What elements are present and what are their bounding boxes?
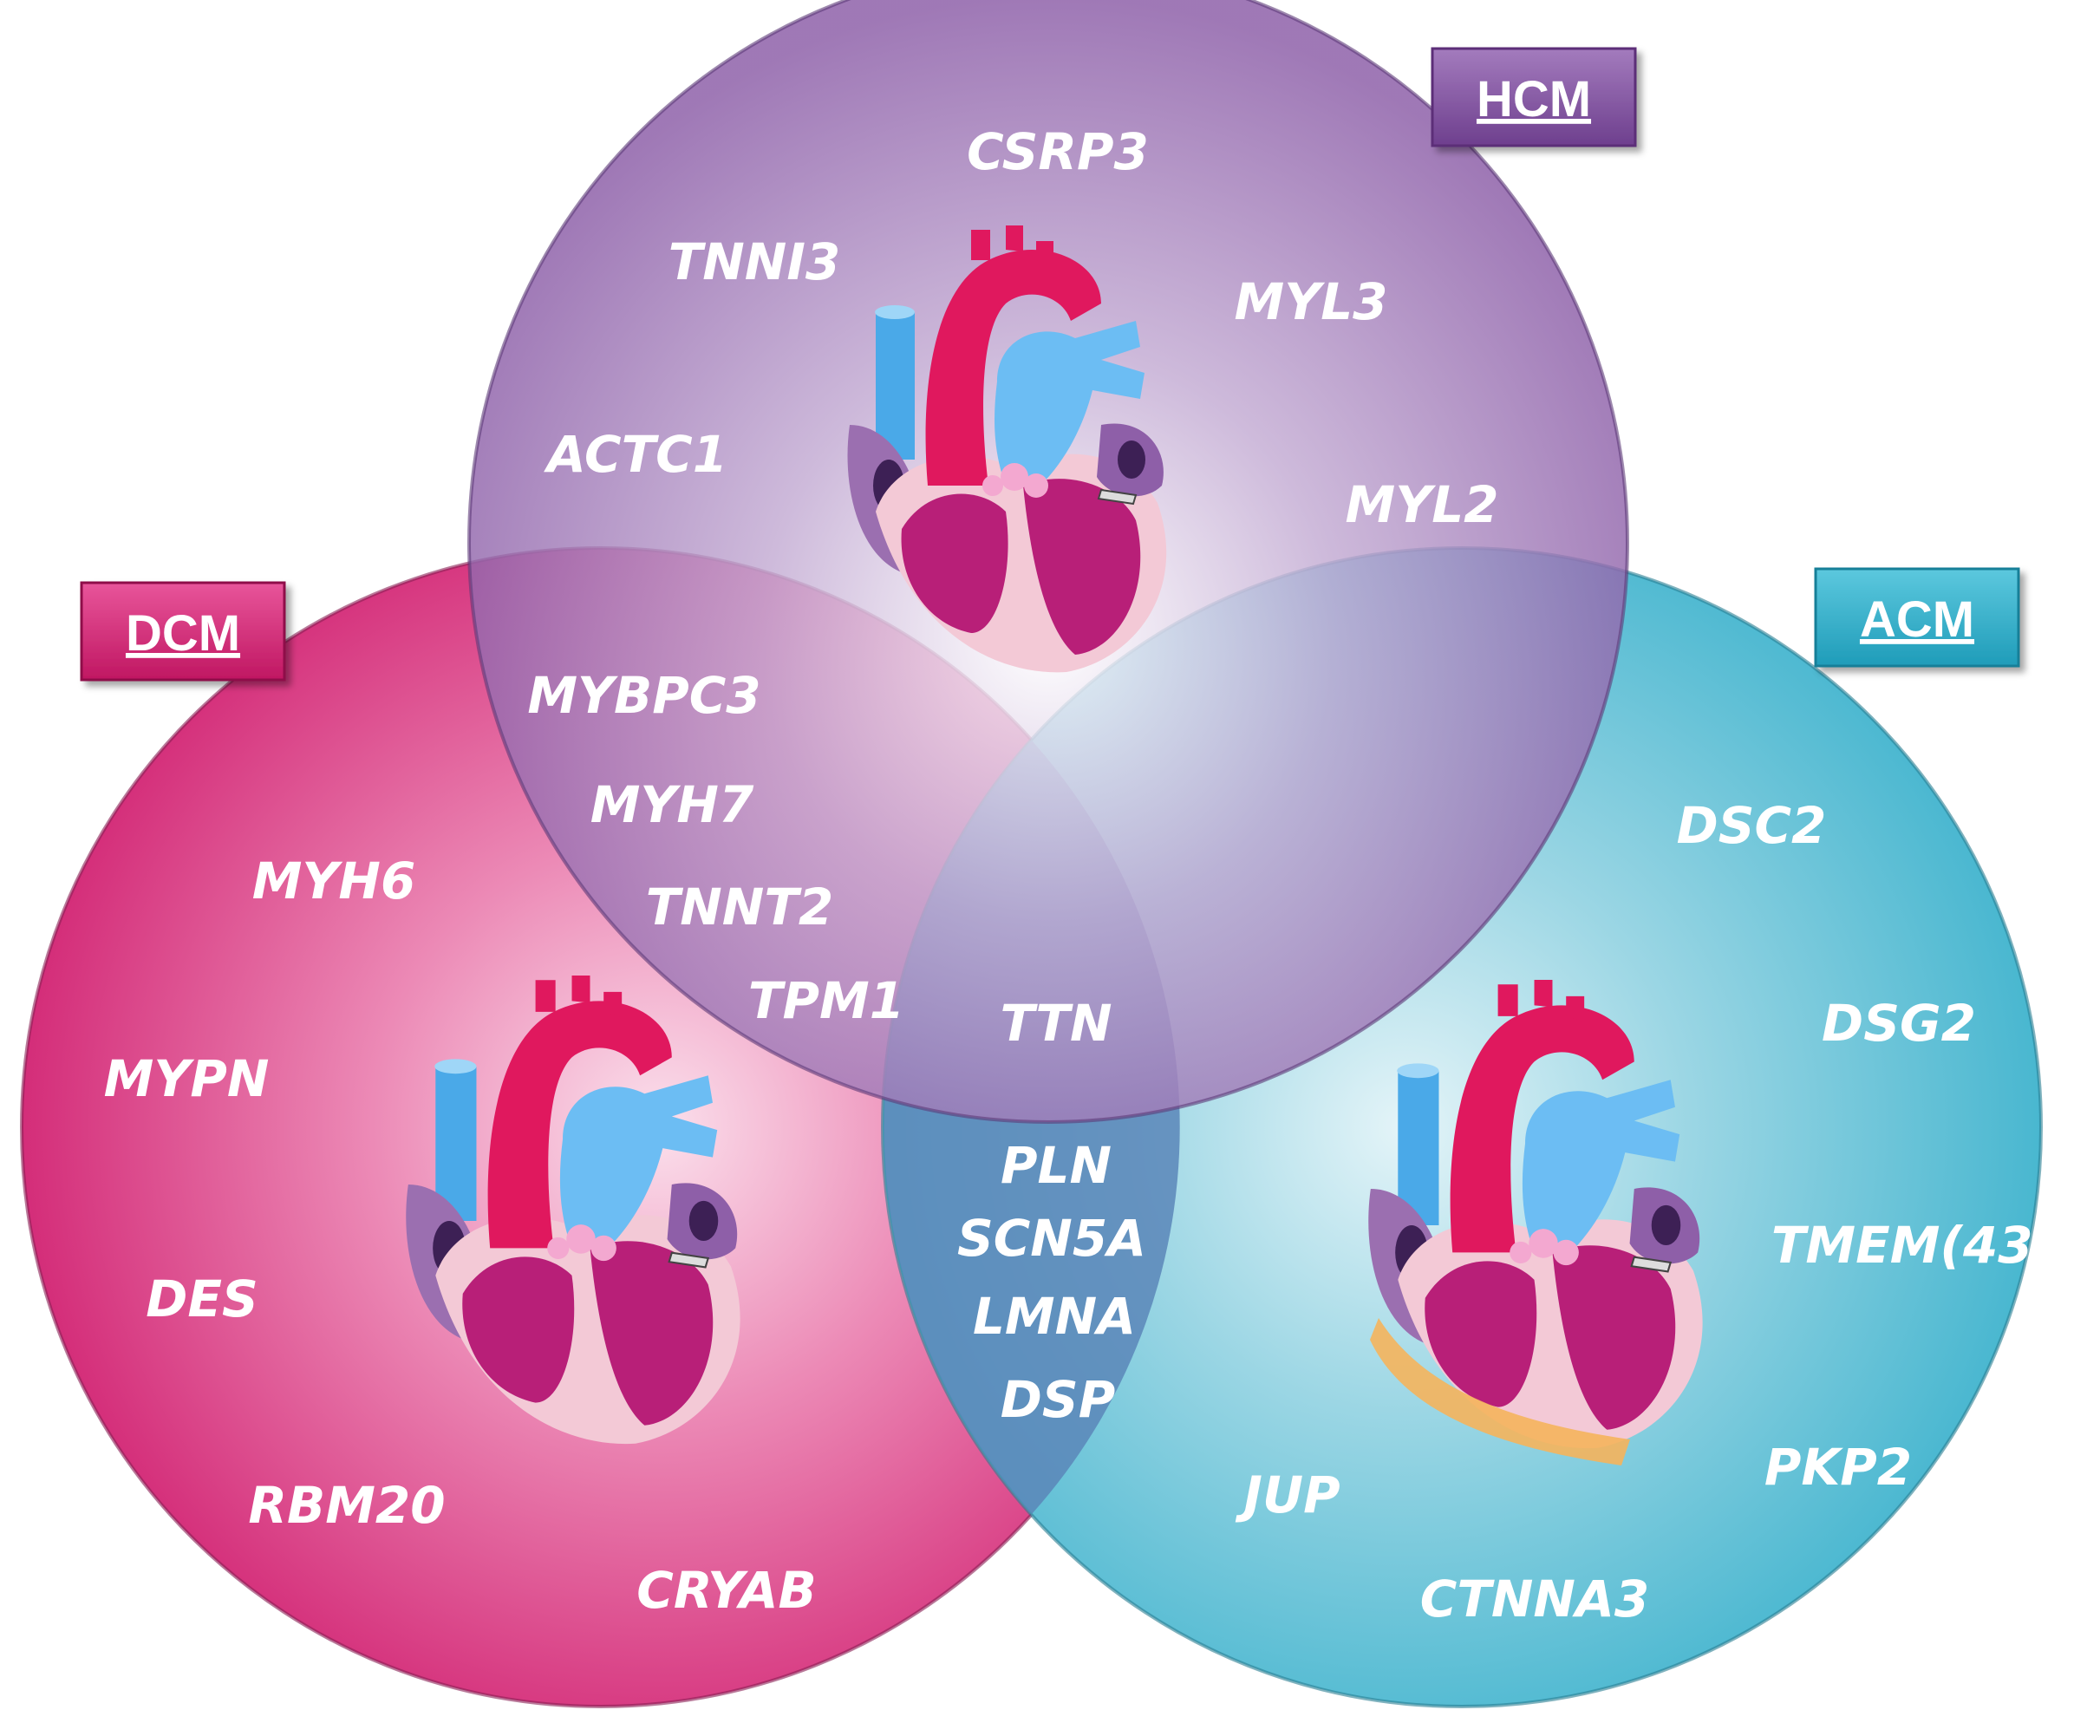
dcm-label-box: DCM xyxy=(80,581,286,682)
gene-label: SCN5A xyxy=(957,1209,1146,1268)
acm-label-box: ACM xyxy=(1814,567,2020,668)
gene-label: MYL2 xyxy=(1345,475,1498,534)
dcm-label: DCM xyxy=(126,605,240,662)
gene-label: RBM20 xyxy=(248,1476,445,1535)
acm-fat-infiltration xyxy=(1370,1318,1630,1465)
gene-label: TNNT2 xyxy=(646,878,834,937)
gene-label: MYL3 xyxy=(1234,272,1387,331)
gene-label: TTN xyxy=(1001,994,1112,1053)
gene-label: PKP2 xyxy=(1764,1438,1912,1497)
gene-label: DSC2 xyxy=(1677,796,1827,855)
gene-label: MYH7 xyxy=(590,775,754,834)
gene-label: PLN xyxy=(1001,1136,1112,1195)
gene-label: MYBPC3 xyxy=(527,666,760,725)
gene-label: CTNNA3 xyxy=(1420,1570,1649,1628)
hcm-label: HCM xyxy=(1477,71,1591,127)
gene-label: ACTC1 xyxy=(544,425,727,484)
hcm-label-box: HCM xyxy=(1431,47,1637,147)
gene-label: TNNI3 xyxy=(668,232,841,291)
gene-label: DES xyxy=(146,1269,258,1328)
acm-label: ACM xyxy=(1860,591,1974,648)
gene-label: CRYAB xyxy=(636,1561,816,1620)
gene-label: TPM1 xyxy=(748,971,904,1030)
gene-label: TMEM(43) xyxy=(1771,1216,2056,1275)
gene-label: MYH6 xyxy=(252,852,416,910)
gene-label: DSP xyxy=(1001,1370,1115,1429)
gene-label: JUP xyxy=(1235,1465,1340,1524)
gene-label: MYPN xyxy=(104,1049,270,1108)
gene-label: CSRP3 xyxy=(967,122,1149,181)
gene-label: DSG2 xyxy=(1822,994,1976,1053)
gene-label: LMNA xyxy=(973,1287,1136,1346)
